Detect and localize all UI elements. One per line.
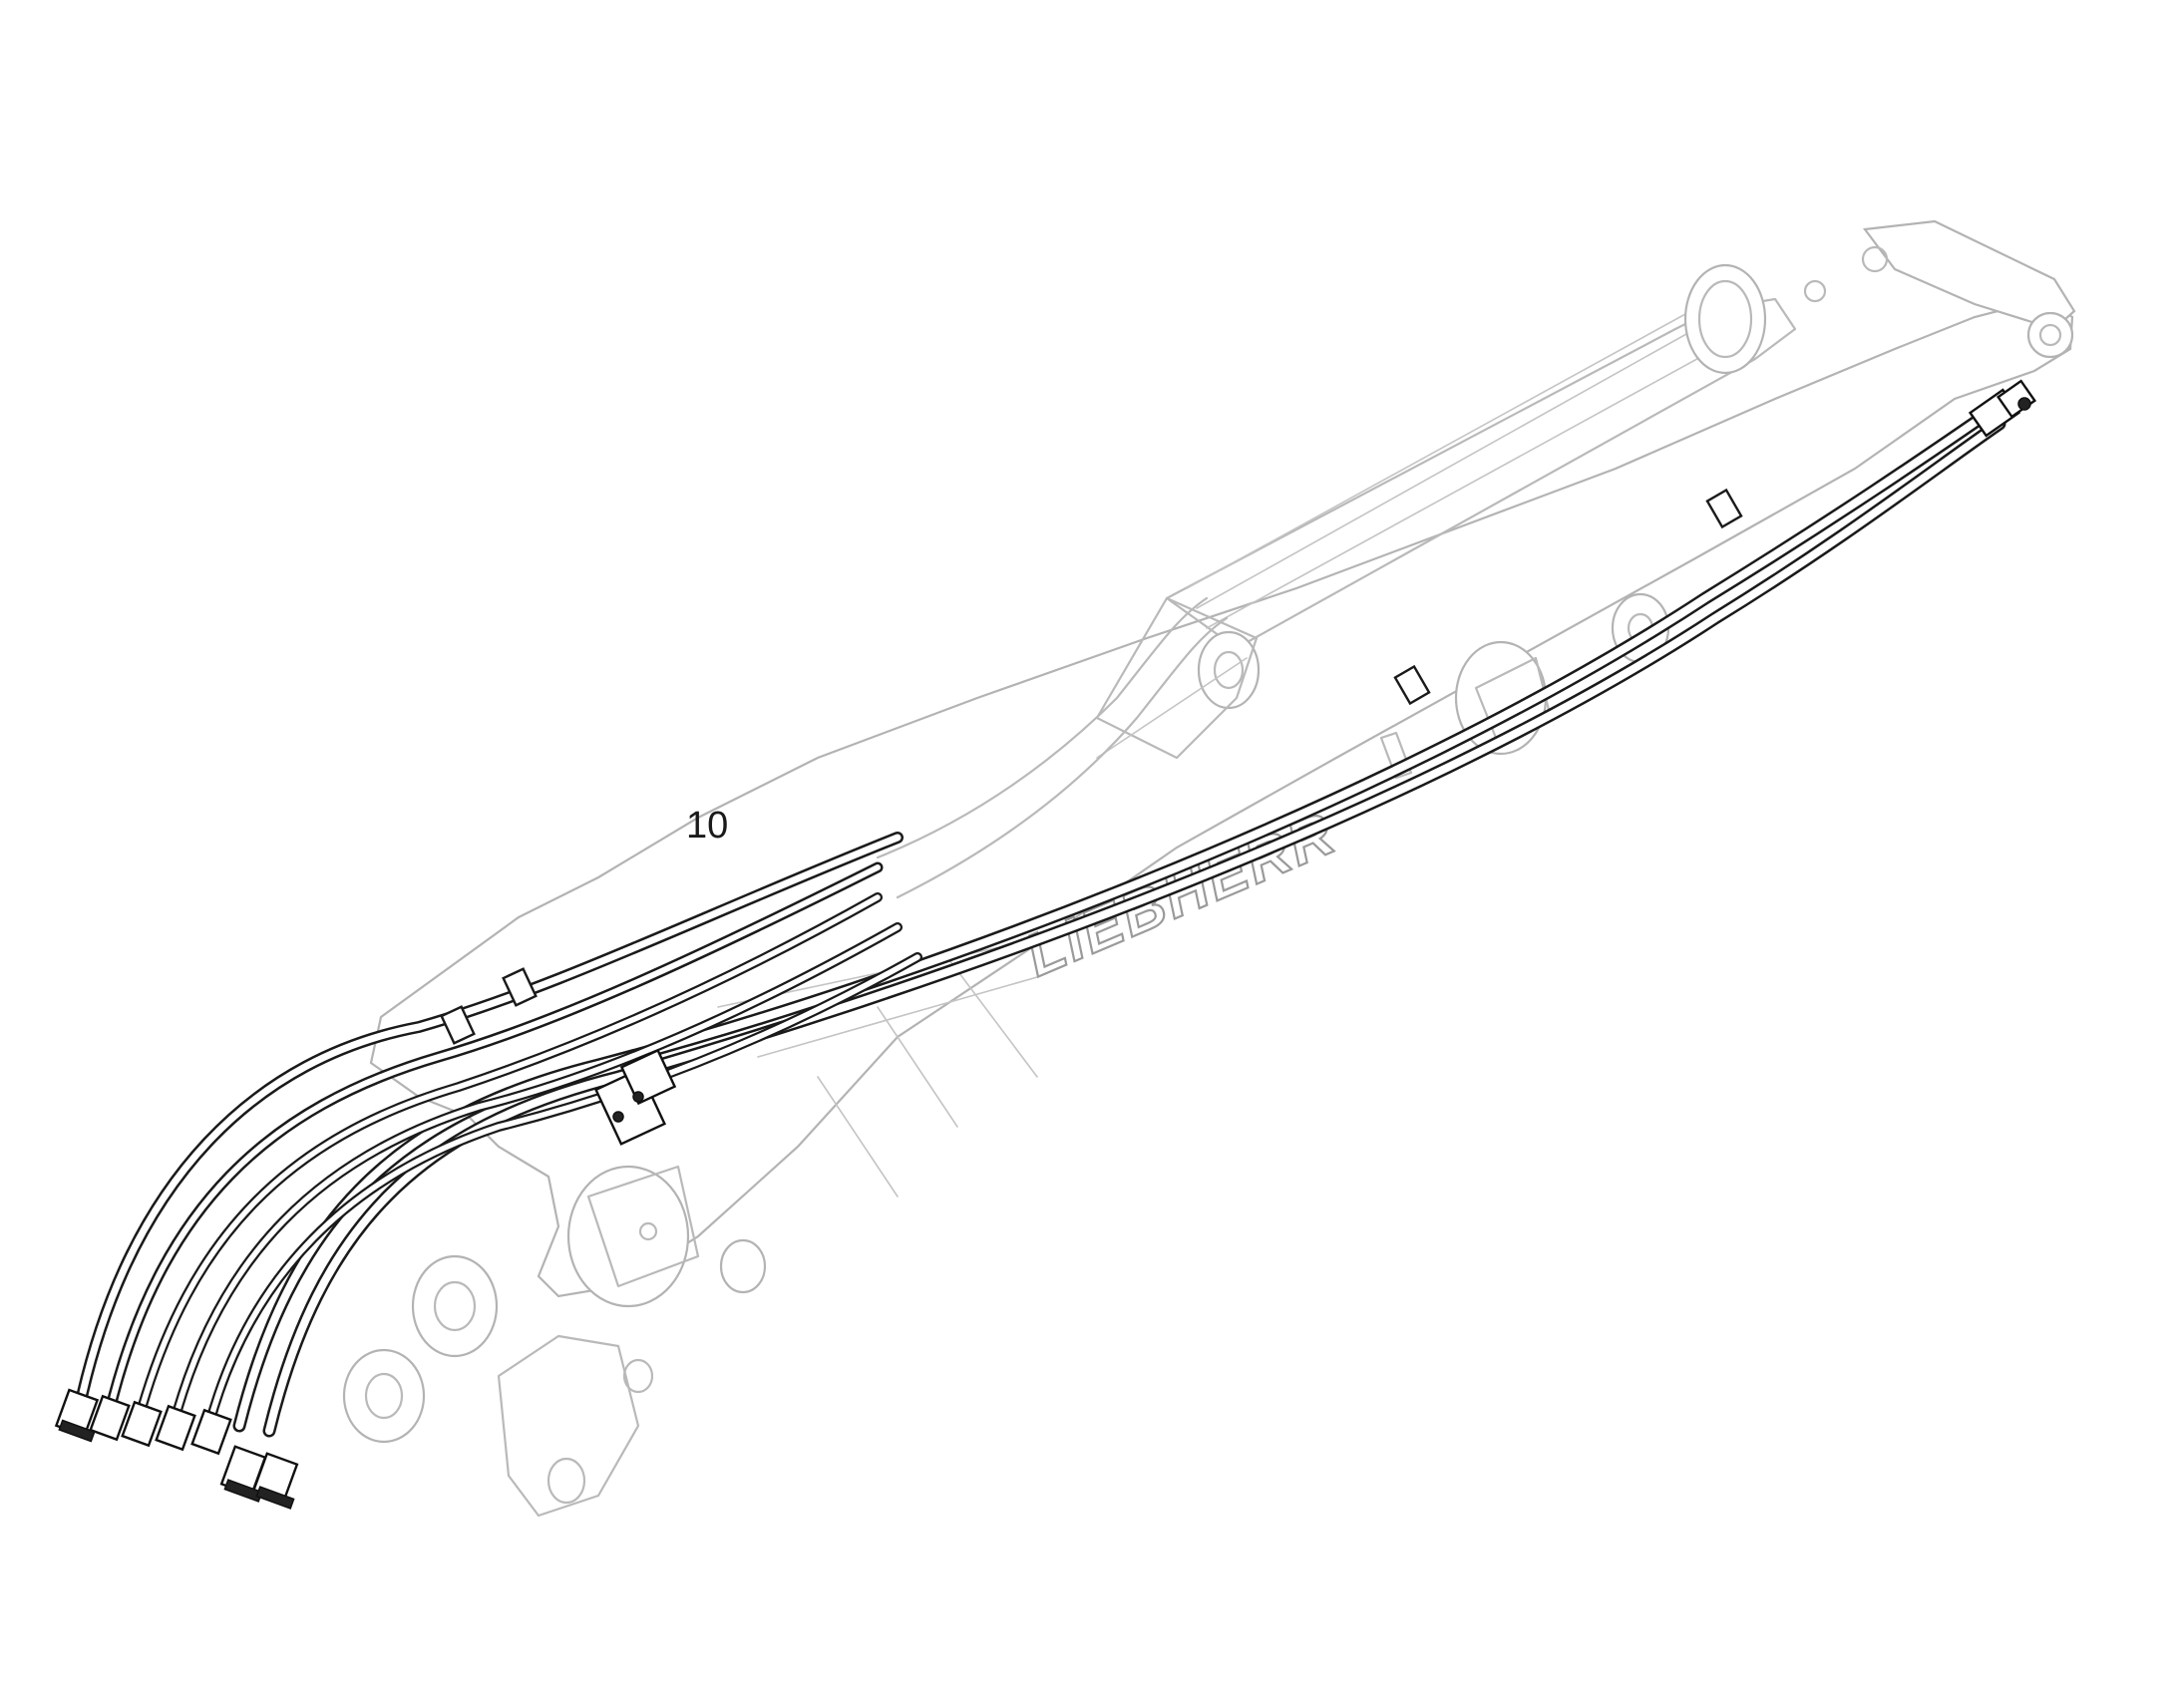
head-fitting-group xyxy=(1968,379,2037,438)
boom-body-outline xyxy=(369,297,2074,1298)
lower-web-line-4 xyxy=(877,1006,958,1128)
hose-bundle xyxy=(54,379,2037,1510)
coupling-3 xyxy=(121,1400,163,1448)
mid-cross-strut xyxy=(1096,657,1248,759)
hose-long-lower xyxy=(232,402,2001,1433)
hose-upper-5 xyxy=(204,952,922,1429)
boom-cylinder-outline xyxy=(1165,297,1797,650)
cylinder-rod-line-2 xyxy=(1206,348,1716,629)
lower-web-line-3 xyxy=(817,1076,899,1197)
coupling-2 xyxy=(89,1394,131,1442)
hose-clamp-1 xyxy=(1393,664,1431,706)
hose-upper-2 xyxy=(104,861,884,1417)
lower-web-line-5 xyxy=(946,956,1038,1078)
lower-web-line-2 xyxy=(757,976,1038,1058)
foot-pin-lower xyxy=(342,1348,426,1444)
hose-upper-4 xyxy=(170,922,903,1426)
grease-fitting xyxy=(1379,731,1413,780)
foot-boss-large xyxy=(566,1165,690,1308)
head-bolt-1 xyxy=(1803,279,1827,303)
cylinder-rod-line-3 xyxy=(1186,313,1686,589)
foot-plate xyxy=(586,1165,700,1288)
hose-upper-continuation xyxy=(876,596,1209,859)
foot-lug xyxy=(497,1334,640,1518)
boom-head-plate xyxy=(1862,219,2076,331)
hose-upper-3 xyxy=(135,892,883,1421)
coupling-5 xyxy=(190,1408,232,1456)
mid-pivot-inner xyxy=(1213,650,1245,690)
cylinder-rod-line-1 xyxy=(1196,328,1696,609)
coupling-4 xyxy=(155,1404,196,1452)
hose-clamp-3 xyxy=(440,1005,476,1045)
hose-long-upper xyxy=(262,417,2006,1438)
foot-boss-small xyxy=(719,1238,767,1294)
cylinder-barrel-end xyxy=(1697,279,1753,359)
foot-lug-hole-2 xyxy=(622,1358,654,1394)
hose-upper-1 xyxy=(74,832,904,1412)
hose-clamp-4 xyxy=(502,967,538,1007)
head-pin-inner xyxy=(2038,323,2062,347)
foot-boss-bolt xyxy=(638,1221,658,1241)
boom-structure: LIEBHERR xyxy=(342,219,2076,1518)
foot-pin-main-inner xyxy=(433,1280,477,1332)
head-pin-boss xyxy=(2026,311,2074,359)
manifold-block xyxy=(593,1048,677,1146)
hose-end-couplings xyxy=(54,1388,299,1510)
foot-pin-main xyxy=(411,1254,499,1358)
mid-bracket xyxy=(1095,596,1259,760)
foot-pin-lower-inner xyxy=(364,1372,404,1420)
hose-clamp-2 xyxy=(1705,488,1743,529)
foot-lug-hole xyxy=(546,1457,586,1505)
callout-label-10: 10 xyxy=(686,805,728,847)
head-bolt-2 xyxy=(1861,245,1889,273)
hose-upper-continuation-2 xyxy=(896,616,1229,899)
cylinder-barrel xyxy=(1683,263,1767,375)
